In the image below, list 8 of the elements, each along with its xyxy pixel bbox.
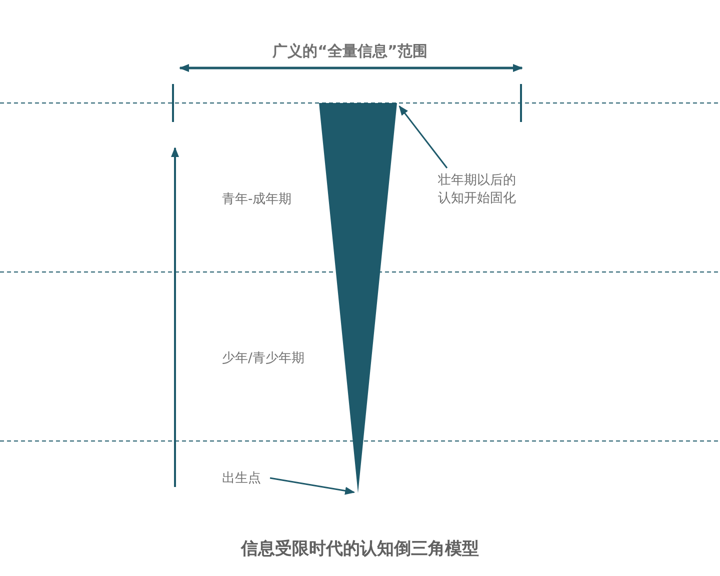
leader-line <box>398 105 448 168</box>
stage-label: 少年/青少年期 <box>222 350 304 367</box>
stage-label: 青年-成年期 <box>222 191 292 208</box>
dimension-label: 广义的“全量信息”范围 <box>272 42 428 61</box>
annotation-text: 出生点 <box>222 470 261 488</box>
annotation-text: 壮年期以后的认知开始固化 <box>438 172 528 208</box>
caption: 信息受限时代的认知倒三角模型 <box>241 538 479 560</box>
leader-line <box>270 477 356 495</box>
